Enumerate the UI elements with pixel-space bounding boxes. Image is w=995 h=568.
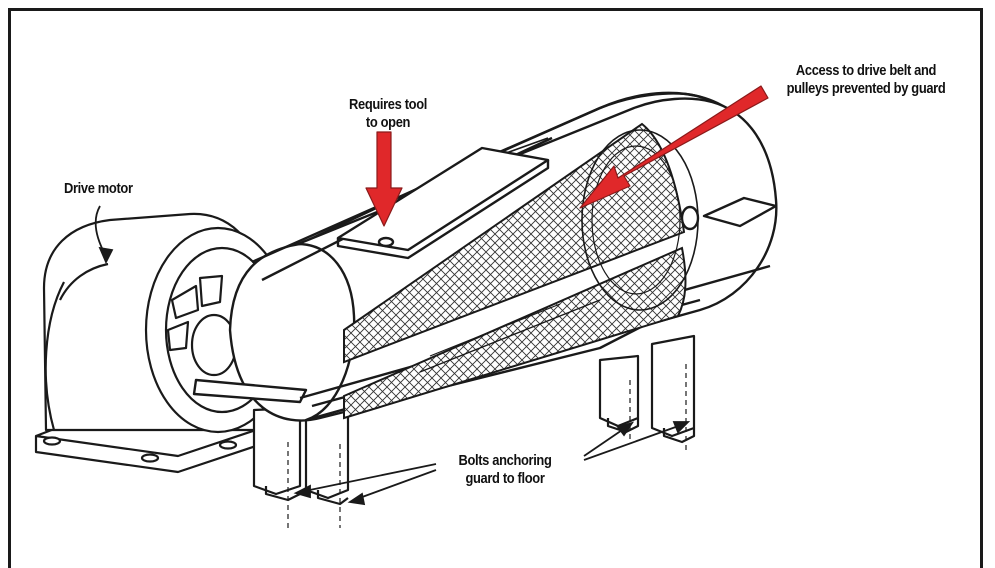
motor-base <box>34 426 264 474</box>
lower-mesh-window <box>343 246 687 420</box>
anchor-bolt-lines <box>287 364 687 528</box>
access-guard-label: Access to drive belt and pulleys prevent… <box>771 62 960 98</box>
label-pointers <box>94 205 691 506</box>
access-line-2: pulleys prevented by guard <box>786 80 946 97</box>
access-line-1: Access to drive belt and <box>795 62 937 79</box>
bolts-line-1: Bolts anchoring <box>458 452 552 469</box>
drive-motor-label: Drive motor <box>64 180 133 198</box>
requires-tool-label: Requires tool to open <box>336 96 439 132</box>
plate-bolt <box>377 236 395 248</box>
requires-tool-arrow <box>365 131 403 227</box>
red-arrows <box>365 85 769 227</box>
guard-legs <box>252 334 696 506</box>
bolts-line-2: guard to floor <box>465 470 545 487</box>
requires-tool-line-1: Requires tool <box>349 96 427 113</box>
bolts-label: Bolts anchoring guard to floor <box>441 452 570 488</box>
guard-mesh <box>343 122 699 420</box>
upper-mesh-window <box>343 122 686 364</box>
requires-tool-line-2: to open <box>365 114 411 131</box>
drive-motor-text: Drive motor <box>64 180 133 197</box>
access-arrow <box>579 85 769 209</box>
